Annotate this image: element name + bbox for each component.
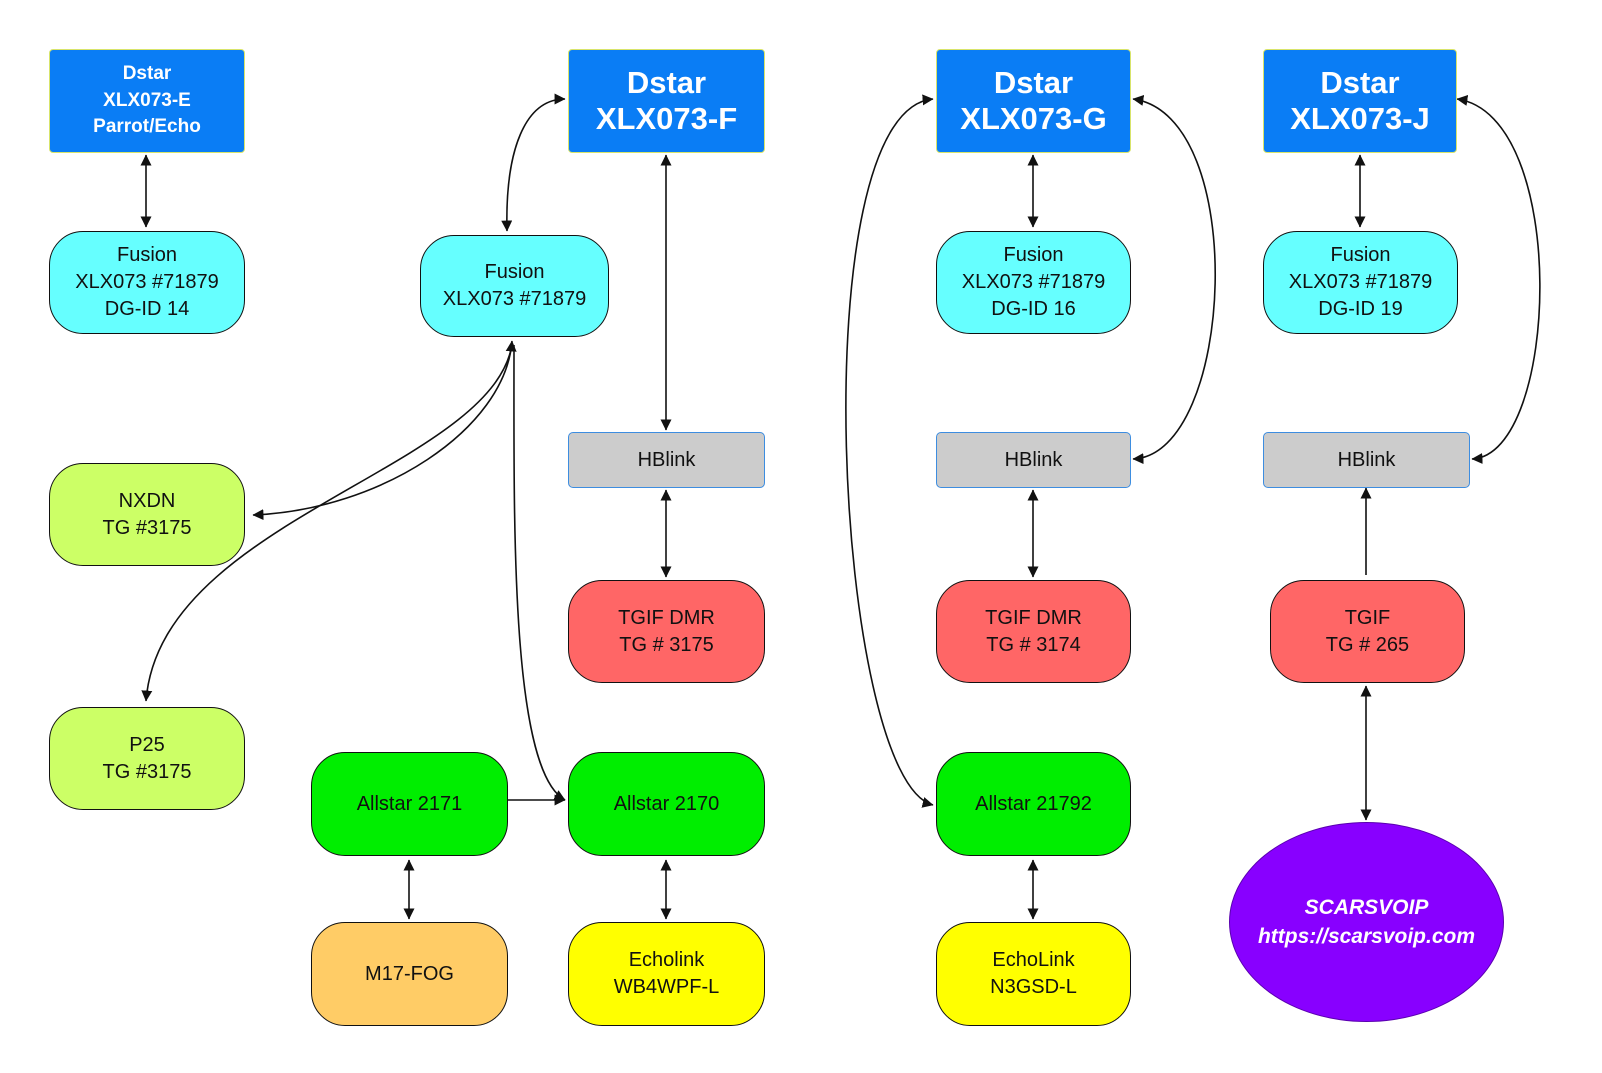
dstar-f-node: Dstar XLX073-F [568,49,765,153]
nxdn-node: NXDN TG #3175 [49,463,245,566]
echolink-g-node: EchoLink N3GSD-L [936,922,1131,1026]
allstar-2170-label: Allstar 2170 [613,792,720,815]
tgif-f-node: TGIF DMR TG # 3175 [568,580,765,683]
scarsvoip-node: SCARSVOIP https://scarsvoip.com [1229,822,1504,1022]
echolink-g-line-1: EchoLink [992,949,1075,971]
link-dstar-f-fusion-f [501,93,566,232]
scarsvoip-url: https://scarsvoip.com [1257,925,1476,948]
nxdn-line-1: NXDN [118,489,176,512]
fusion-e-line-2: XLX073 #71879 [75,271,219,293]
nxdn-line-2: TG #3175 [102,516,192,539]
link-fusion-f-nxdn [252,340,517,521]
link-dstar-g-hblink-g [1132,94,1216,465]
fusion-f-line-2: XLX073 #71879 [442,288,587,310]
p25-line-2: TG #3175 [102,760,192,783]
hblink-g-node: HBlink [936,432,1131,488]
dstar-e-line-2: XLX073-E [103,89,191,111]
fusion-e-line-3: DG-ID 14 [104,298,190,320]
tgif-f-line-2: TG # 3175 [619,633,714,656]
scarsvoip-title: SCARSVOIP [1304,895,1429,919]
fusion-e-line-1: Fusion [116,244,178,266]
allstar-21792-label: Allstar 21792 [975,792,1092,815]
tgif-f-line-1: TGIF DMR [618,606,715,629]
allstar-2171-node: Allstar 2171 [311,752,508,856]
fusion-g-node: Fusion XLX073 #71879 DG-ID 16 [936,231,1131,334]
dstar-j-line-2: XLX073-J [1290,101,1430,136]
tgif-g-line-2: TG # 3174 [986,633,1081,656]
fusion-e-node: Fusion XLX073 #71879 DG-ID 14 [49,231,245,334]
hblink-j-label: HBlink [1337,449,1396,471]
fusion-j-line-3: DG-ID 19 [1318,298,1403,320]
echolink-f-line-2: WB4WPF-L [613,976,720,998]
tgif-j-line-2: TG # 265 [1325,633,1410,656]
allstar-2170-node: Allstar 2170 [568,752,765,856]
fusion-g-line-2: XLX073 #71879 [961,271,1106,293]
hblink-g-label: HBlink [1004,449,1063,471]
link-fusion-f-p25 [141,344,513,702]
echolink-f-line-1: Echolink [628,949,705,971]
tgif-g-line-1: TGIF DMR [985,606,1082,629]
fusion-f-node: Fusion XLX073 #71879 [420,235,609,337]
hblink-f-node: HBlink [568,432,765,488]
hblink-j-node: HBlink [1263,432,1470,488]
tgif-j-line-1: TGIF [1344,606,1391,629]
fusion-j-line-1: Fusion [1330,244,1391,266]
hblink-f-label: HBlink [637,449,696,471]
m17-fog-node: M17-FOG [311,922,508,1026]
m17-fog-label: M17-FOG [365,962,454,985]
echolink-f-node: Echolink WB4WPF-L [568,922,765,1026]
fusion-j-line-2: XLX073 #71879 [1288,271,1433,293]
fusion-f-line-1: Fusion [484,261,545,283]
link-fusion-f-allstar-2170 [513,344,566,801]
dstar-e-line-3: Parrot/Echo [93,116,201,138]
fusion-j-node: Fusion XLX073 #71879 DG-ID 19 [1263,231,1458,334]
dstar-g-line-1: Dstar [993,65,1074,101]
dstar-e-node: Dstar XLX073-E Parrot/Echo [49,49,245,153]
allstar-21792-node: Allstar 21792 [936,752,1131,856]
dstar-g-line-2: XLX073-G [960,101,1107,136]
dstar-j-line-1: Dstar [1320,65,1400,101]
link-dstar-j-hblink-j [1456,95,1541,464]
dstar-f-line-2: XLX073-F [595,101,738,136]
fusion-g-line-1: Fusion [1003,244,1064,266]
link-dstar-g-allstar-21792 [845,94,934,808]
p25-node: P25 TG #3175 [49,707,245,810]
allstar-2171-label: Allstar 2171 [356,792,463,815]
dstar-j-node: Dstar XLX073-J [1263,49,1457,153]
tgif-j-node: TGIF TG # 265 [1270,580,1465,683]
dstar-g-node: Dstar XLX073-G [936,49,1131,153]
tgif-g-node: TGIF DMR TG # 3174 [936,580,1131,683]
echolink-g-line-2: N3GSD-L [990,976,1077,998]
dstar-e-line-1: Dstar [122,63,172,85]
fusion-g-line-3: DG-ID 16 [991,298,1076,320]
dstar-f-line-1: Dstar [626,65,707,101]
p25-line-1: P25 [129,733,165,756]
